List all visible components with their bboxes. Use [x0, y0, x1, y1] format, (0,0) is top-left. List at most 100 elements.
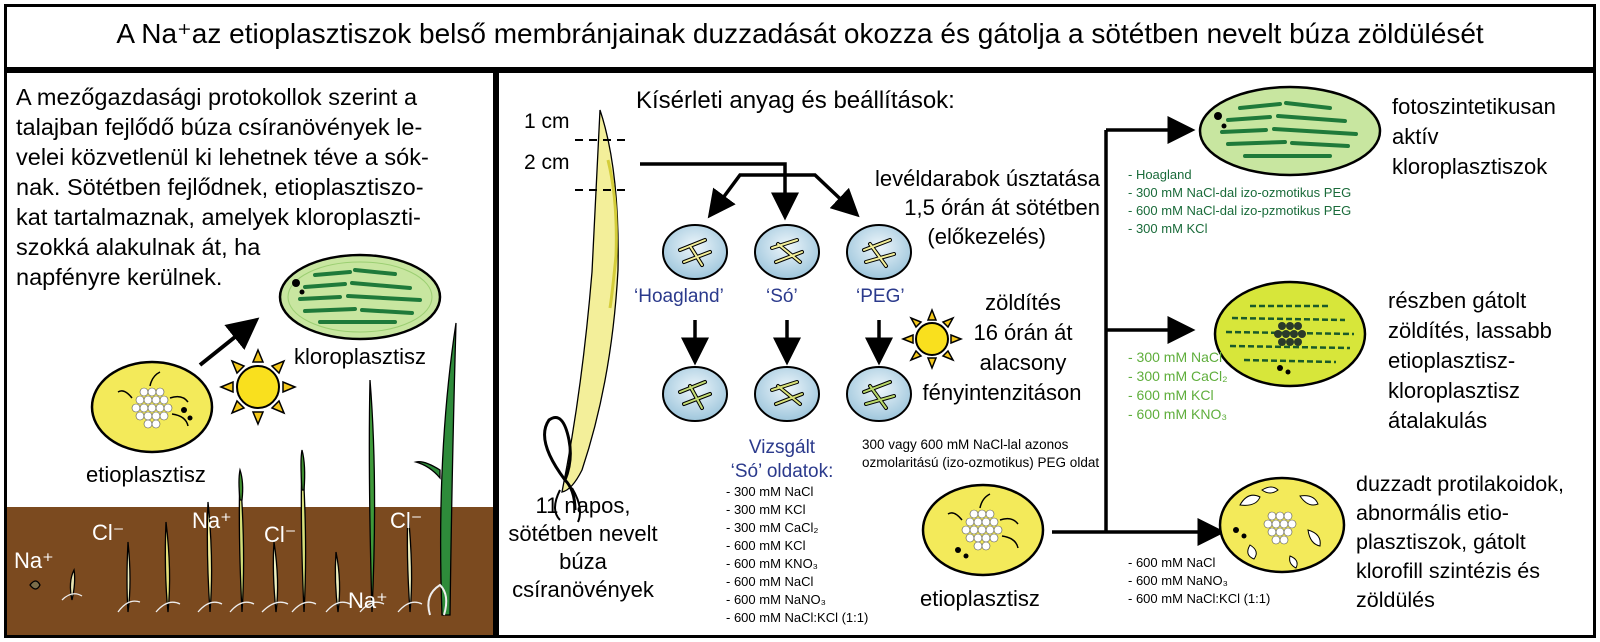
float-line: (előkezelés) — [927, 224, 1046, 249]
outcome-swollen-etioplast — [1218, 476, 1346, 574]
caption-line: 11 napos, — [535, 493, 631, 518]
result-line: zöldítés, lassabb — [1388, 318, 1552, 343]
chloroplast-label-left: kloroplasztisz — [294, 344, 427, 369]
peg-note-line: 300 vagy 600 mM NaCl-lal azonos — [862, 437, 1069, 452]
intro-text: A mezőgazdasági protokollok szerint a ta… — [16, 82, 429, 292]
page-title: A Na⁺az etioplasztiszok belső membránjai… — [116, 18, 1484, 49]
arrow-to-chloroplast — [198, 317, 260, 367]
condition-item: - 600 mM NaCl:KCl (1:1) — [1128, 591, 1271, 606]
tested-salt-title: Vizsgált ‘Só’ oldatok: — [722, 436, 842, 484]
result-line: klorofill szintézis és — [1356, 559, 1540, 583]
condition-item: - Hoagland — [1128, 167, 1192, 182]
tested-salt-item: - 600 mM NaCl:KCl (1:1) — [726, 610, 869, 625]
ion-label: Na⁺ — [348, 588, 388, 613]
condition-item: - 300 mM CaCl₂ — [1128, 368, 1228, 384]
condition-item: - 300 mM NaCl-dal izo-ozmotikus PEG — [1128, 185, 1352, 200]
outcome-3-result: duzzadt protilakoidok, abnormális etio- … — [1356, 470, 1564, 615]
etioplast-left-illustration — [90, 360, 214, 454]
float-text: levéldarabok úsztatása 1,5 órán át sötét… — [830, 164, 1100, 251]
seedling-caption: 11 napos, sötétben nevelt búza csíranövé… — [498, 492, 668, 604]
tested-title-line: ‘Só’ oldatok: — [730, 461, 834, 482]
intro-line: nak. Sötétben fejlődnek, etioplasztiszo- — [16, 174, 424, 200]
caption-line: sötétben nevelt — [508, 521, 658, 546]
branch-arrows — [640, 162, 860, 221]
condition-item: - 300 mM KCl — [1128, 221, 1208, 236]
dish-label-hoagland: ‘Hoagland’ — [634, 286, 724, 307]
condition-item: - 600 mM KNO₃ — [1128, 406, 1228, 422]
result-line: plasztiszok, gátolt — [1356, 530, 1526, 554]
etioplast-right-illustration — [921, 483, 1045, 577]
condition-item: - 300 mM NaCl — [1128, 349, 1223, 365]
etioplast-label-right: etioplasztisz — [920, 586, 1040, 611]
scale-label-1cm: 1 cm — [524, 110, 570, 133]
title-frame — [4, 4, 1596, 70]
condition-item: - 600 mM NaNO₃ — [1128, 573, 1228, 588]
caption-line: búza — [559, 549, 607, 574]
result-line: részben gátolt — [1388, 288, 1527, 313]
ion-label: Cl⁻ — [390, 508, 423, 533]
intro-line: napfényre kerülnek. — [16, 264, 223, 290]
ion-label: Cl⁻ — [92, 520, 125, 545]
peg-note: 300 vagy 600 mM NaCl-lal azonos ozmolari… — [862, 436, 1099, 472]
caption-line: csíranövények — [512, 577, 654, 602]
scale-label-2cm: 2 cm — [524, 151, 570, 174]
float-line: 1,5 órán át sötétben — [904, 195, 1100, 220]
result-line: etioplasztisz- — [1388, 348, 1516, 373]
tested-salt-item: - 600 mM NaNO₃ — [726, 592, 826, 607]
outcome-1-conditions: - Hoagland - 300 mM NaCl-dal izo-ozmotik… — [1128, 166, 1351, 238]
tested-salt-list: - 300 mM NaCl - 300 mM KCl - 300 mM CaCl… — [726, 483, 868, 627]
ion-label: Na⁺ — [192, 508, 232, 533]
result-line: zöldülés — [1356, 588, 1435, 612]
result-line: átalakulás — [1388, 408, 1488, 433]
outcome-1-result: fotoszintetikusan aktív kloroplasztiszok — [1392, 92, 1556, 182]
green-line: fényintenzitáson — [922, 380, 1082, 405]
ion-label: Na⁺ — [14, 548, 54, 573]
sun-icon-left — [219, 348, 297, 426]
condition-item: - 600 mM NaCl — [1128, 555, 1216, 570]
green-line: zöldítés — [985, 290, 1061, 315]
result-line: fotoszintetikusan — [1392, 94, 1556, 119]
outcome-3-conditions: - 600 mM NaCl - 600 mM NaNO₃ - 600 mM Na… — [1128, 554, 1270, 608]
ion-label: Cl⁻ — [264, 522, 297, 547]
tested-salt-item: - 600 mM KCl — [726, 538, 806, 553]
dish-label-peg: ‘PEG’ — [856, 286, 905, 307]
intro-line: talajban fejlődő búza csíranövények le- — [16, 114, 423, 140]
float-line: levéldarabok úsztatása — [874, 166, 1100, 191]
tested-salt-item: - 300 mM KCl — [726, 502, 806, 517]
intro-line: velei közvetlenül ki lehetnek téve a sók… — [16, 144, 429, 170]
outcome-chloroplast-active — [1198, 85, 1382, 177]
result-line: kloroplasztiszok — [1392, 154, 1548, 179]
peg-note-line: ozmolaritású (izo-ozmotikus) PEG oldat — [862, 455, 1100, 470]
result-line: duzzadt protilakoidok, — [1356, 472, 1564, 496]
dish-label-so: ‘Só’ — [766, 286, 798, 307]
intro-line: kat tartalmaznak, amelyek kloroplaszti- — [16, 204, 421, 230]
outcome-partial-greening — [1213, 280, 1367, 388]
tested-title-line: Vizsgált — [748, 437, 816, 458]
tested-salt-item: - 600 mM KNO₃ — [726, 556, 818, 571]
tested-salt-item: - 300 mM NaCl — [726, 484, 814, 499]
left-panel-frame — [4, 70, 496, 638]
seedling-row — [29, 322, 457, 616]
dish-down-arrows — [681, 320, 893, 366]
result-line: aktív — [1392, 124, 1439, 149]
green-line: alacsony — [979, 350, 1067, 375]
etioplast-label-left: etioplasztisz — [86, 462, 206, 487]
outcome-2-result: részben gátolt zöldítés, lassabb etiopla… — [1388, 286, 1552, 436]
result-line: kloroplasztisz — [1388, 378, 1521, 403]
experiment-heading: Kísérleti anyag és beállítások: — [636, 87, 955, 114]
condition-item: - 600 mM NaCl-dal izo-pzmotikus PEG — [1128, 203, 1352, 218]
sun-icon-right — [900, 307, 964, 371]
condition-item: - 600 mM KCl — [1128, 387, 1214, 403]
tall-seedling — [543, 109, 619, 523]
petri-dishes — [662, 224, 912, 422]
result-line: abnormális etio- — [1356, 501, 1509, 525]
right-panel-frame — [496, 70, 1596, 638]
outcome-arrows — [1052, 116, 1226, 546]
outcome-2-conditions: - 300 mM NaCl - 300 mM CaCl₂ - 600 mM KC… — [1128, 348, 1228, 424]
chloroplast-left-illustration — [278, 253, 442, 341]
tested-salt-item: - 300 mM CaCl₂ — [726, 520, 819, 535]
greening-text: zöldítés 16 órán át alacsony fényintenzi… — [912, 288, 1092, 408]
tested-salt-item: - 600 mM NaCl — [726, 574, 814, 589]
intro-line: szokká alakulnak át, ha — [16, 234, 261, 260]
